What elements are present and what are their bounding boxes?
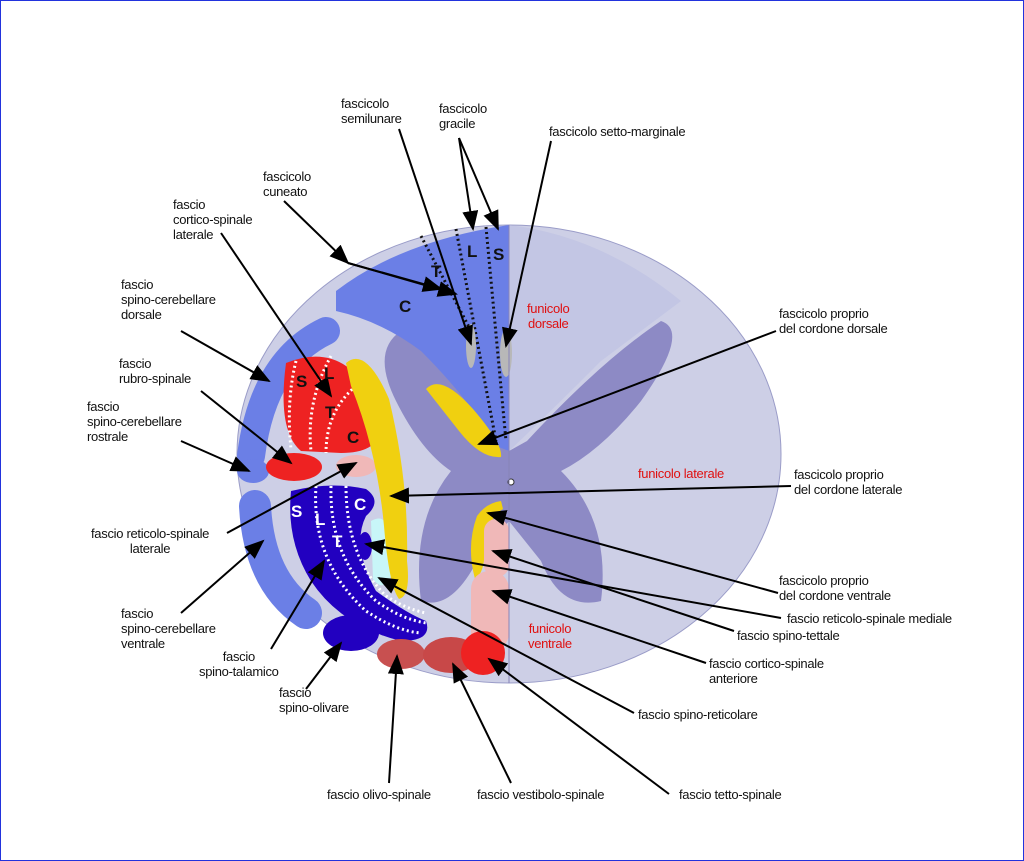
label-spino-olivare: fascio spino-olivare [279,685,349,715]
spino-cerebellar-ventral-tract [239,490,322,629]
spino-olivary-tract [323,615,379,651]
funiculus-dorsal-label: funicolo dorsale [527,301,570,331]
label-setto-marginale: fascicolo setto-marginale [549,124,686,139]
label-spino-tettale: fascio spino-tettale [737,628,840,643]
rubro-spinal-tract [266,453,322,481]
grey-matter [384,321,673,603]
label-proprio-ventrale: fascicolo proprio del cordone ventrale [779,573,891,603]
label-semilunare: fascicolo semilunare [341,96,402,126]
funiculus-ventral-label: funicolo ventrale [528,621,572,651]
somatotopy-letter: C [354,495,367,514]
label-spino-cerebellare-dorsale: fascio spino-cerebellare dorsale [121,277,216,322]
proprius-ventral [470,501,503,579]
somatotopy-letter: T [325,403,336,422]
dorsal-divider [419,235,481,347]
somatotopy-letter: L [467,242,478,261]
dorsal-column-right [509,225,681,451]
dorsal-divider [454,228,498,442]
somatotopy-letter: S [296,372,308,391]
somatotopy-letter: T [332,532,343,551]
label-reticolo-spinale-mediale: fascio reticolo-spinale mediale [787,611,952,626]
label-tetto-spinale: fascio tetto-spinale [679,787,782,802]
label-spino-talamico: fascio spino-talamico [199,649,279,679]
label-olivo-spinale: fascio olivo-spinale [327,787,431,802]
label-cuneato: fascicolo cuneato [263,169,311,199]
spino-cerebellar-rostral-tract [237,459,269,483]
reticulo-spinal-medial-tract [358,532,372,560]
label-proprio-laterale: fascicolo proprio del cordone laterale [794,467,903,497]
funiculus-lateral-label: funicolo laterale [638,466,724,481]
label-spino-cerebellare-ventrale: fascio spino-cerebellare ventrale [121,606,216,651]
septomarginal-fasciculus [500,329,512,377]
spino-thalamic-tract [290,485,428,641]
dorsal-column-left [336,225,509,451]
label-rubro-spinale: fascio rubro-spinale [119,356,191,386]
reticulo-spinal-lateral-tract [336,455,376,477]
label-cortico-spinale-laterale: fascio cortico-spinale laterale [173,197,253,242]
proprius-lateral [346,358,408,599]
somatotopy-letter: L [324,364,335,383]
label-gracile: fascicolo gracile [439,101,487,131]
label-vestibolo-spinale: fascio vestibolo-spinale [477,787,605,802]
olivo-spinal-tract [377,639,425,669]
leader-arrows [180,128,792,795]
somatotopy-letter: C [347,428,360,447]
somatotopy-letter: S [493,245,505,264]
somatotopy-letter: L [315,510,326,529]
label-spino-reticolare: fascio spino-reticolare [638,707,758,722]
somatotopy-letter: S [291,502,303,521]
label-reticolo-spinale-laterale: fascio reticolo-spinale laterale [91,526,210,556]
label-cortico-spinale-anteriore: fascio cortico-spinale anteriore [709,656,824,686]
label-proprio-dorsale: fascicolo proprio del cordone dorsale [779,306,888,336]
somatotopy-letter: C [399,297,412,316]
dorsal-divider [484,226,508,442]
label-spino-cerebellare-rostrale: fascio spino-cerebellare rostrale [87,399,182,444]
tecto-spinal-tract [461,631,505,675]
somatotopy-letter: T [431,262,442,281]
